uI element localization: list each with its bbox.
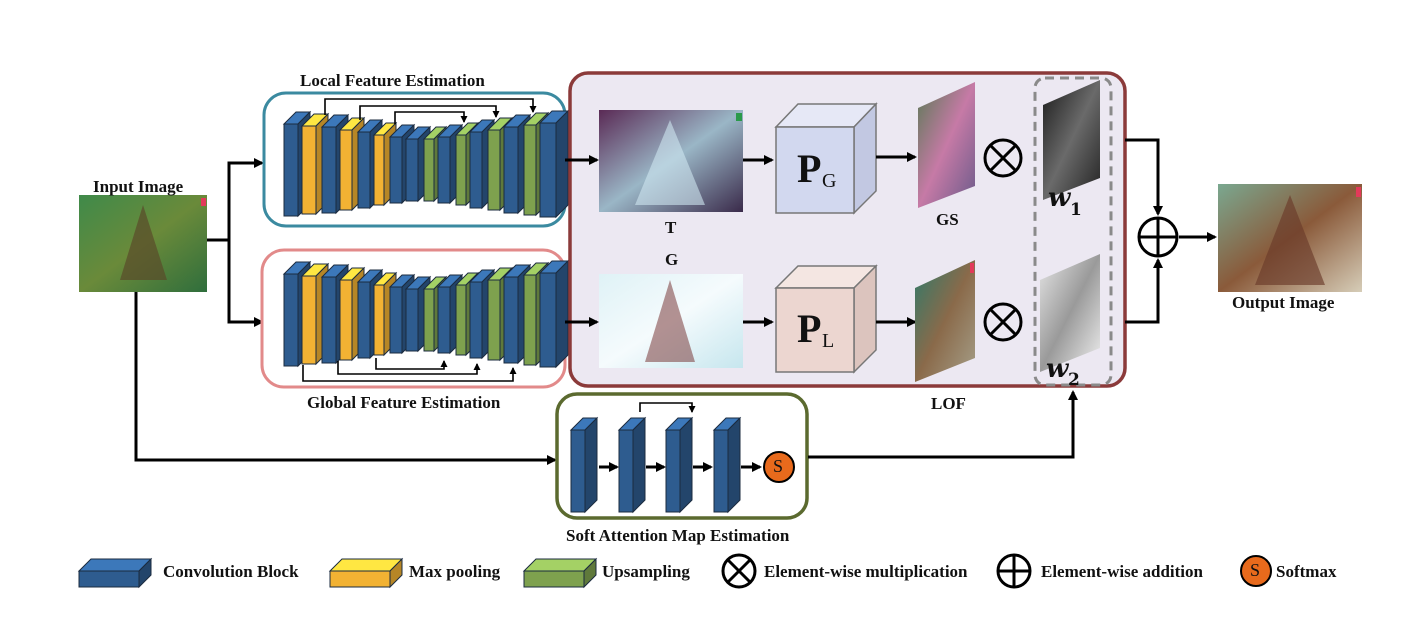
soft-attention-block-conv: [569, 416, 599, 514]
legend-add-icon: [996, 553, 1032, 589]
w2-image: [1040, 254, 1100, 372]
global-block-conv: [538, 259, 570, 369]
legend-multiply-label: Element-wise multiplication: [764, 562, 968, 581]
lof-image: [915, 260, 975, 382]
legend-conv-label: Convolution Block: [163, 562, 299, 581]
w1-symbol: w: [1048, 183, 1071, 213]
pg-symbol: P: [797, 146, 822, 191]
legend-softmax-icon: [1240, 555, 1272, 587]
combination-arrows: [1125, 138, 1217, 324]
legend-shapes: [77, 557, 598, 589]
legend-upsample-label: Upsampling: [602, 562, 690, 581]
input-arrows: [134, 158, 557, 465]
g-image: [599, 274, 743, 368]
softmax-node: [763, 451, 795, 483]
legend-maxpool-icon: [328, 557, 404, 589]
image-to-p-arrows: [743, 155, 774, 327]
local-blocks: [282, 109, 570, 219]
weight-map-region: [1033, 76, 1113, 387]
pl-symbol: P: [797, 306, 822, 351]
legend-conv-icon: [77, 557, 153, 589]
pl-block: [774, 264, 878, 374]
legend-multiply-icon: [721, 553, 757, 589]
soft-attention-block-conv: [664, 416, 694, 514]
legend-add-label: Element-wise addition: [1041, 562, 1203, 581]
w2-symbol: w: [1046, 354, 1069, 384]
t-image: [599, 110, 743, 212]
pl-subscript: L: [822, 330, 835, 352]
local-feature-title: Local Feature Estimation: [300, 71, 485, 90]
legend-maxpool-label: Max pooling: [409, 562, 501, 581]
soft-attention-blocks: [569, 416, 742, 514]
soft-attention-block-conv: [712, 416, 742, 514]
soft-attention-skip: [639, 402, 696, 413]
softmax-node-symbol: S: [773, 456, 784, 476]
output-image: [1218, 184, 1362, 292]
gs-label: GS: [936, 210, 959, 229]
w1-image: [1043, 80, 1100, 200]
global-feature-title: Global Feature Estimation: [307, 393, 501, 412]
t-label: T: [665, 218, 677, 237]
legend-softmax-label: Softmax: [1276, 562, 1337, 581]
legend-softmax-symbol: S: [1250, 560, 1261, 580]
w2-subscript: 2: [1068, 370, 1080, 390]
soft-attention-title: Soft Attention Map Estimation: [566, 526, 790, 545]
pg-subscript: G: [822, 170, 837, 192]
output-image-label: Output Image: [1232, 293, 1335, 312]
lof-label: LOF: [931, 394, 966, 413]
input-image: [79, 195, 207, 292]
addition-symbol: [1137, 216, 1179, 258]
w1-subscript: 1: [1070, 200, 1082, 220]
gs-image: [918, 82, 975, 208]
local-skip-connections: [324, 98, 537, 124]
pg-block: [774, 102, 878, 215]
legend-upsample-icon: [522, 557, 598, 589]
global-blocks: [282, 259, 570, 369]
g-label: G: [665, 250, 679, 269]
soft-attention-block-conv: [617, 416, 647, 514]
multiplication-symbol-top: [983, 138, 1023, 178]
feature-to-image-arrows: [565, 155, 599, 327]
softmax-to-weights-arrow: [808, 390, 1078, 459]
global-skip-connections: [302, 358, 517, 382]
input-image-label: Input Image: [93, 177, 184, 196]
multiplication-symbol-bottom: [983, 302, 1023, 342]
local-block-conv: [538, 109, 570, 219]
p-to-image-arrows: [876, 152, 917, 327]
